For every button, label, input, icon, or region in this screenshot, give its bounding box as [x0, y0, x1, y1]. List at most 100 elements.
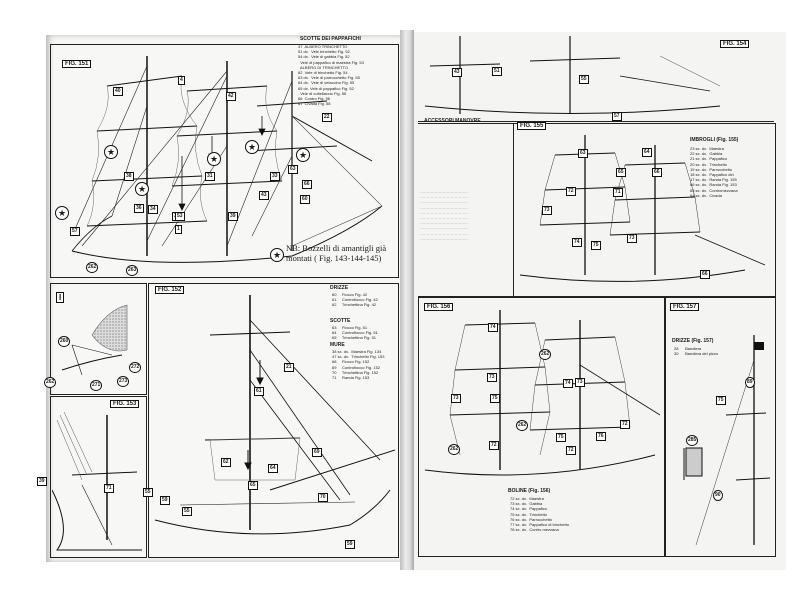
callout-number: 65	[248, 481, 258, 490]
fig152-drawing	[154, 295, 395, 535]
legend-line: 47 ALBERO TRINCHETTO	[298, 44, 348, 49]
fig157-drizze-title: DRIZZE (Fig. 157)	[672, 338, 714, 344]
fig157-drawing	[683, 335, 771, 546]
callout-number: 271	[90, 380, 103, 391]
callout-number: 73	[627, 234, 637, 243]
callout-number: 4	[178, 76, 185, 85]
callout-number: 262	[44, 377, 57, 388]
fig155-label: FIG. 155	[517, 122, 547, 130]
legend-line: 65 dx. Vele di pappafico Fig. 52	[298, 85, 354, 91]
fig152-section-title: SCOTTE	[330, 318, 351, 324]
callout-number: 63	[578, 149, 588, 158]
book-gutter	[400, 30, 414, 570]
callout-number: 57	[612, 112, 622, 121]
callout-number: 63	[288, 165, 298, 174]
fig152-section-title: MURE	[330, 342, 345, 348]
callout-number: 59	[345, 540, 355, 549]
fig153-panel	[50, 396, 147, 558]
star-marker: ★	[55, 206, 69, 220]
legend-line: 75 sx. dx. Trinchetto	[510, 511, 547, 517]
fig157-label: FIG. 157	[670, 303, 700, 311]
callout-number: 55	[143, 488, 153, 497]
callout-number: 69	[312, 448, 322, 457]
callout-number: 263	[126, 265, 139, 276]
callout-number: 57	[70, 227, 80, 236]
callout-number: 34	[148, 205, 158, 214]
callout-number: 66	[652, 168, 662, 177]
callout-number: 64	[642, 148, 652, 157]
fig-I-panel	[50, 283, 147, 395]
fig154-panel	[418, 36, 774, 122]
callout-number: 71	[613, 188, 623, 197]
fig152-section-title: DRIZZE	[330, 285, 349, 291]
callout-number: 61	[254, 387, 264, 396]
fig156-panel	[418, 297, 666, 557]
callout-number: 33	[270, 172, 280, 181]
left-page	[46, 35, 403, 562]
legend-line: 78 sx. dx. Contro mezzana	[510, 527, 559, 533]
callout-number: 285	[686, 435, 699, 446]
callout-number: 73	[487, 373, 497, 382]
legend-line: ALBERO DI TRINCHETTO	[298, 64, 349, 70]
legend-line: 18 sx. dx. Pappafico dei	[690, 172, 734, 178]
fig152-section-lines: 38 sx. dx. Maestra Fig. 134 47 sx. dx. T…	[332, 349, 385, 381]
callout-number: 59	[160, 496, 170, 505]
legend-line: 20 sx. dx. Trinchetto	[690, 161, 727, 167]
callout-number: 51	[492, 67, 502, 76]
fig151-legend-title: SCOTTE DEI PAPPAFICHI	[300, 36, 361, 42]
callout-number: 43	[452, 68, 462, 77]
legend-line: 22 sx. dx. Gabbia	[690, 151, 723, 157]
fig154-label: FIG. 154	[720, 40, 750, 48]
fig152-section-lines: 63 Fiocco Fig. 51 64 Controfiocco Fig. 5…	[332, 325, 378, 341]
callout-number: 73	[451, 394, 461, 403]
callout-number: 74	[572, 238, 582, 247]
fig-I-drawing	[61, 304, 128, 376]
fig151-drawing	[71, 56, 383, 263]
legend-line: 23 sx. dx. Maestra	[690, 146, 724, 151]
callout-number: 66	[700, 270, 710, 279]
callout-number: 72	[620, 420, 630, 429]
legend-line: 66 Contro Fig. 56	[298, 96, 331, 102]
legend-line: Vele di pappafico di maestra Fig. 53	[298, 59, 364, 65]
star-marker: ★	[245, 140, 259, 154]
legend-line: 63 dx. Vele di parrocchetto Fig. 55	[298, 75, 360, 81]
callout-number: 36	[134, 204, 144, 213]
legend-line: 74 sx. dx. Pappafico	[510, 506, 548, 512]
legend-line: 64 dx. Vele di velaccino Fig. 55	[298, 80, 355, 86]
legend-line: 76 sx. dx. Parrocchetto	[510, 516, 553, 522]
callout-number: 72	[566, 446, 576, 455]
fig157-panel	[664, 297, 776, 557]
callout-number: 53	[175, 212, 185, 221]
callout-number: 75	[490, 394, 500, 403]
callout-number: 73	[575, 378, 585, 387]
callout-number: 22	[322, 113, 332, 122]
legend-line: 77 sx. dx. Pappafico di trinchetto	[510, 522, 569, 528]
callout-number: 272	[129, 362, 142, 373]
star-marker: ★	[135, 182, 149, 196]
callout-number: 55	[579, 75, 589, 84]
callout-number: 74	[563, 379, 573, 388]
fig151-note: NB: Bozzelli di amantigli già montati ( …	[286, 243, 387, 263]
legend-line: 72 sx. dx. Maestra	[510, 496, 544, 501]
star-marker: ★	[296, 148, 310, 162]
legend-line: 30 Bandiera del picco	[674, 351, 719, 357]
callout-number: 74	[488, 323, 498, 332]
fig152-label: FIG. 152	[155, 286, 185, 294]
callout-number: 75	[591, 241, 601, 250]
legend-line: 21 sx. dx. Pappafico	[690, 156, 728, 162]
fig152-panel	[148, 283, 399, 558]
callout-number: 262	[448, 444, 461, 455]
callout-number: 89	[745, 377, 755, 388]
callout-number: 66	[302, 180, 312, 189]
callout-number: 55	[182, 507, 192, 516]
callout-number: 31	[205, 172, 215, 181]
callout-number: 71	[104, 484, 114, 493]
legend-line: 66 sx. dx. Randa Fig. 153	[690, 182, 737, 188]
callout-number: 62	[221, 458, 231, 467]
fig155-panel	[513, 123, 776, 297]
